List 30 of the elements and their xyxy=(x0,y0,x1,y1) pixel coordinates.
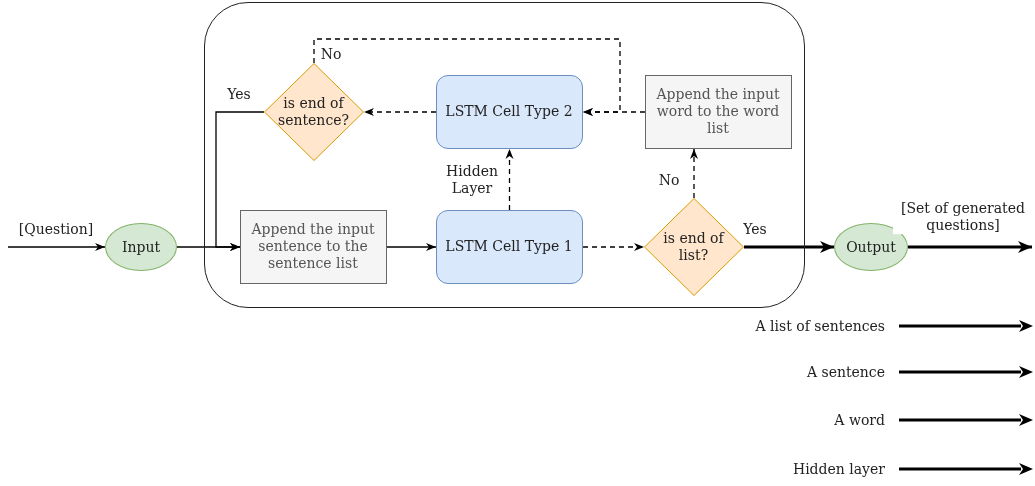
arrow xyxy=(690,148,698,199)
node-label: Input xyxy=(121,238,161,256)
arrow xyxy=(215,111,265,251)
arrow xyxy=(386,243,437,251)
node-label: is end of sentence? xyxy=(277,94,350,129)
arrow xyxy=(313,38,621,116)
process-box xyxy=(644,74,792,149)
legend-label: A list of sentences xyxy=(755,318,885,334)
arrow xyxy=(744,241,834,253)
legend-label: Hidden layer xyxy=(792,461,885,477)
arrow xyxy=(363,108,437,116)
node-label: LSTM Cell Type 2 xyxy=(445,103,573,120)
arrow xyxy=(582,243,645,251)
node-label: LSTM Cell Type 1 xyxy=(445,238,573,255)
node-label: Append the input word to the word list xyxy=(655,86,781,137)
node-label: Output xyxy=(846,238,896,256)
process-box xyxy=(239,209,387,284)
process-box xyxy=(435,74,583,149)
decision-diamond xyxy=(643,197,744,296)
legend-label: A sentence xyxy=(806,364,885,380)
group-frame xyxy=(204,2,805,308)
arrow xyxy=(908,241,1032,253)
node-label: is end of list? xyxy=(662,229,726,264)
arrow xyxy=(505,148,514,211)
node-label: Append the input sentence to the sentence list xyxy=(250,221,376,272)
arrow xyxy=(7,243,106,251)
edge-label: [Question] xyxy=(18,220,94,238)
decision-diamond xyxy=(263,62,364,161)
process-box xyxy=(435,209,583,284)
legend-label: A word xyxy=(834,412,885,428)
